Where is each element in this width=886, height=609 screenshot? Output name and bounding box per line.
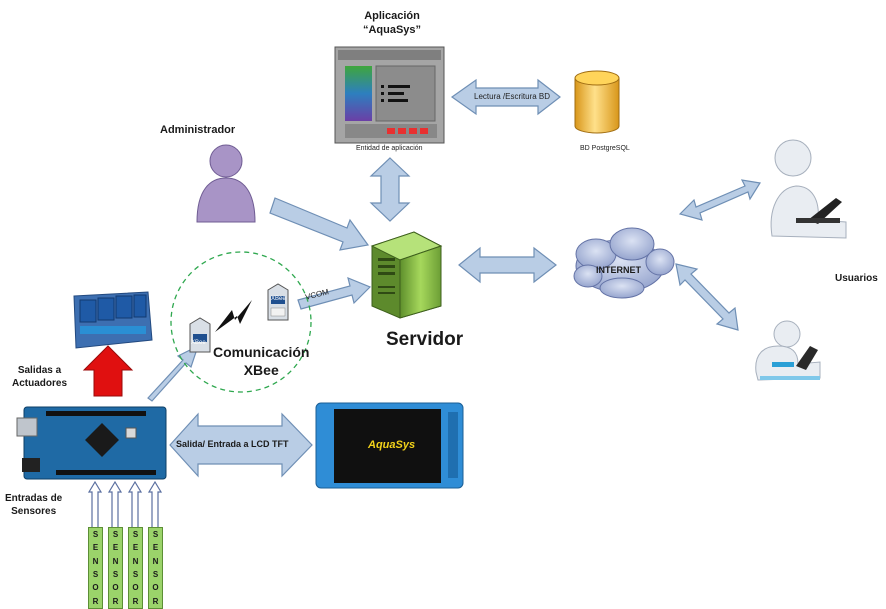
db-arrow-label: Lectura /Escritura BD: [474, 92, 551, 101]
inputs-label-line1: Entradas de: [5, 493, 63, 504]
sensor-letter: E: [112, 543, 119, 553]
sensor-letter: N: [92, 556, 99, 566]
sensor-letter: R: [92, 596, 99, 606]
users-label: Usuarios: [835, 273, 878, 284]
sensor-letter: S: [92, 570, 99, 580]
database-icon: [574, 70, 620, 134]
arduino-xbee-arrow: [147, 344, 200, 402]
outputs-label: Salidas a Actuadores: [12, 365, 67, 390]
admin-person-icon: [196, 144, 256, 223]
relay-board-icon: [73, 291, 153, 349]
xbee-module-left: [189, 317, 211, 353]
sensor-letter: O: [112, 583, 119, 593]
outputs-label-line1: Salidas a: [17, 365, 62, 376]
inputs-label-line2: Sensores: [11, 505, 57, 517]
sensor-arrow-1: [87, 480, 103, 531]
app-server-arrow: [369, 157, 411, 222]
app-title: Aplicación “AquaSys”: [352, 10, 432, 38]
app-title-line1: Aplicación: [364, 10, 420, 22]
user-laptop-top-icon: [770, 139, 847, 239]
sensor-letter: S: [152, 530, 159, 540]
sensor-letter: S: [112, 530, 119, 540]
app-entity-label: Entidad de aplicación: [356, 145, 423, 152]
internet-user-top-arrow: [678, 179, 761, 221]
db-arrow: [450, 78, 561, 116]
sensor-letter: N: [152, 556, 159, 566]
sensor-arrow-4: [147, 480, 163, 531]
lcd-tft-icon: [315, 402, 464, 489]
app-window-icon: [334, 46, 445, 144]
sensor-letter: O: [132, 583, 139, 593]
red-output-arrow: [82, 345, 134, 397]
sensor-letter: N: [132, 556, 139, 566]
xbee-label: Comunicación XBee: [213, 344, 309, 379]
sensor-letter: S: [132, 530, 139, 540]
server-icon: [370, 231, 443, 319]
sensor-letter: S: [152, 570, 159, 580]
xbee-module-right-text: XBee: [271, 296, 286, 302]
server-internet-arrow: [458, 246, 557, 284]
sensor-letter: R: [152, 596, 159, 606]
app-title-line2: “AquaSys”: [362, 23, 422, 36]
internet-cloud-icon: [573, 227, 675, 299]
xbee-module-left-text: XBee: [191, 340, 206, 346]
server-label: Servidor: [386, 329, 464, 350]
wireless-bolt-icon: [215, 300, 252, 332]
xbee-label-line1: Comunicación: [213, 344, 310, 360]
sensor-letter: R: [112, 596, 119, 606]
outputs-label-line2: Actuadores: [12, 377, 68, 389]
xbee-module-right: [267, 283, 289, 321]
db-label: BD PostgreSQL: [580, 145, 630, 152]
sensor-letter: S: [92, 530, 99, 540]
lcd-arrow: [169, 412, 313, 478]
sensor-arrow-2: [107, 480, 123, 531]
sensor-letter: N: [112, 556, 119, 566]
sensor-letter: O: [92, 583, 99, 593]
admin-label: Administrador: [160, 124, 236, 136]
user-laptop-bottom-icon: [755, 320, 821, 381]
arduino-board-icon: [16, 406, 167, 480]
sensor-letter: E: [152, 543, 159, 553]
sensor-letter: R: [132, 596, 139, 606]
xbee-dashed-circle: [170, 251, 312, 393]
xbee-label-line2: XBee: [243, 361, 279, 378]
sensor-letter: E: [92, 543, 99, 553]
sensor-letter: S: [112, 570, 119, 580]
lcd-screen-text: AquaSys: [368, 439, 416, 451]
sensor-letter: E: [132, 543, 139, 553]
sensor-arrow-3: [127, 480, 143, 531]
inputs-label: Entradas de Sensores: [5, 493, 62, 518]
lcd-arrow-label: Salida/ Entrada a LCD TFT: [176, 439, 289, 449]
sensor-letter: S: [132, 570, 139, 580]
internet-user-bottom-arrow: [675, 263, 739, 331]
sensor-letter: O: [152, 583, 159, 593]
internet-label: INTERNET: [596, 265, 641, 275]
admin-server-arrow: [269, 197, 370, 251]
